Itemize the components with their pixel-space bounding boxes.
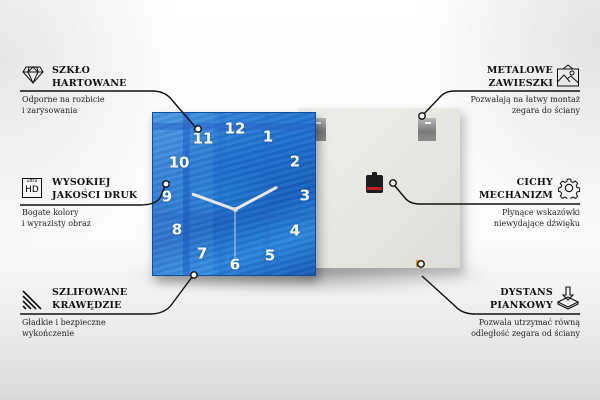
numeral-10: 10 — [168, 153, 190, 172]
numeral-11: 11 — [192, 129, 214, 148]
feature-title: SZKŁO — [52, 65, 91, 76]
decor-bar — [183, 113, 190, 275]
numeral-7: 7 — [196, 244, 208, 263]
feature-title: DYSTANS — [500, 287, 553, 298]
numeral-9: 9 — [161, 187, 173, 206]
feature-title: METALOWE — [486, 65, 553, 76]
feature-description: Odporne na rozbicie i zarysowania — [22, 95, 105, 115]
numeral-12: 12 — [224, 119, 246, 138]
clock-center — [233, 207, 238, 212]
feature-description: Bogate kolory i wyrazisty obraz — [22, 208, 91, 228]
clock-mechanism — [366, 172, 383, 193]
press-down-icon — [556, 286, 580, 310]
feature-description: Gładkie i bezpieczne wykończenie — [22, 318, 106, 338]
feature-description: Pozwalają na łatwy montaż zegara do ścia… — [470, 95, 580, 115]
feature-title: PIANKOWY — [490, 300, 553, 311]
decor-bar — [153, 123, 315, 130]
decor-bar — [218, 113, 225, 275]
numeral-2: 2 — [289, 152, 301, 171]
numeral-3: 3 — [299, 186, 311, 205]
feature-title: MECHANIZM — [478, 190, 553, 201]
diagonal-lines-icon — [22, 290, 42, 310]
feature-title: JAKOŚCI DRUK — [52, 190, 138, 201]
feature-title: ZAWIESZKI — [488, 78, 553, 89]
numeral-4: 4 — [289, 221, 301, 240]
numeral-8: 8 — [171, 220, 183, 239]
numeral-6: 6 — [229, 255, 241, 274]
decor-bar — [153, 213, 315, 220]
feature-title: KRAWĘDZIE — [52, 300, 122, 311]
numeral-1: 1 — [262, 127, 274, 146]
feature-title: HARTOWANE — [52, 78, 127, 89]
hanging-picture-icon — [557, 64, 579, 87]
feature-description: Pozwala utrzymać równą odległość zegara … — [471, 318, 580, 338]
gear-icon — [558, 178, 580, 199]
feature-title: SZLIFOWANE — [52, 287, 128, 298]
diamond-icon — [22, 66, 44, 84]
metal-hanger-right — [418, 118, 436, 141]
ultra-hd-icon: ultra HD — [22, 178, 42, 198]
feature-description: Płynące wskazówki niewydające dźwięku — [493, 208, 580, 228]
feature-title: WYSOKIEJ — [52, 177, 111, 188]
feature-title: CICHY — [516, 177, 553, 188]
numeral-5: 5 — [264, 246, 276, 265]
clock-face: 12 1 2 3 4 5 6 7 8 9 10 11 — [152, 112, 316, 276]
